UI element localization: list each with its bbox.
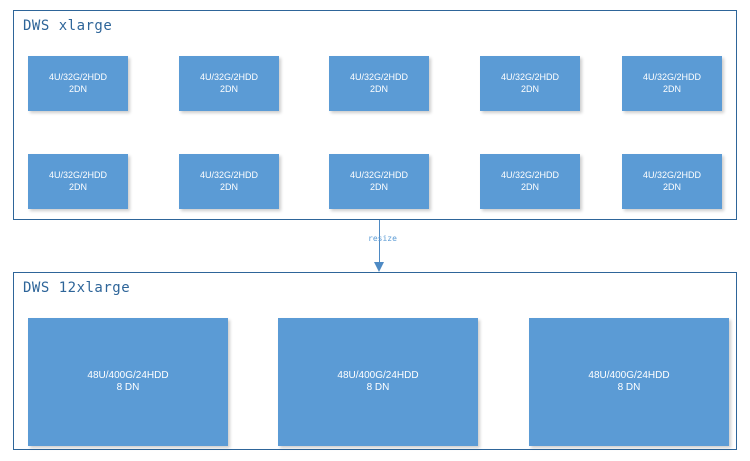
node-box[interactable]: 4U/32G/2HDD 2DN <box>179 154 279 209</box>
node-box[interactable]: 4U/32G/2HDD 2DN <box>329 56 429 111</box>
node-dn-label: 2DN <box>219 181 238 192</box>
node-box[interactable]: 4U/32G/2HDD 2DN <box>622 56 722 111</box>
node-dn-label: 2DN <box>68 181 87 192</box>
node-spec-label: 4U/32G/2HDD <box>349 72 409 83</box>
node-spec-label: 4U/32G/2HDD <box>500 170 560 181</box>
node-dn-label: 2DN <box>369 181 388 192</box>
node-dn-label: 2DN <box>369 83 388 94</box>
node-spec-label: 4U/32G/2HDD <box>199 72 259 83</box>
node-box[interactable]: 4U/32G/2HDD 2DN <box>28 56 128 111</box>
node-box[interactable]: 48U/400G/24HDD 8 DN <box>278 318 478 446</box>
node-spec-label: 4U/32G/2HDD <box>48 72 108 83</box>
node-box[interactable]: 4U/32G/2HDD 2DN <box>622 154 722 209</box>
node-spec-label: 48U/400G/24HDD <box>87 369 169 381</box>
node-spec-label: 4U/32G/2HDD <box>642 170 702 181</box>
node-box[interactable]: 4U/32G/2HDD 2DN <box>28 154 128 209</box>
node-dn-label: 2DN <box>662 83 681 94</box>
node-box[interactable]: 4U/32G/2HDD 2DN <box>329 154 429 209</box>
node-dn-label: 2DN <box>520 181 539 192</box>
source-cluster-title: DWS xlarge <box>23 18 113 34</box>
node-box[interactable]: 4U/32G/2HDD 2DN <box>179 56 279 111</box>
connector-line <box>379 220 380 264</box>
node-spec-label: 4U/32G/2HDD <box>500 72 560 83</box>
node-box[interactable]: 48U/400G/24HDD 8 DN <box>28 318 228 446</box>
node-spec-label: 4U/32G/2HDD <box>642 72 702 83</box>
node-spec-label: 4U/32G/2HDD <box>349 170 409 181</box>
node-spec-label: 4U/32G/2HDD <box>48 170 108 181</box>
node-dn-label: 8 DN <box>116 382 140 393</box>
node-dn-label: 2DN <box>662 181 681 192</box>
node-spec-label: 48U/400G/24HDD <box>337 369 419 381</box>
connector-label: resize <box>368 234 397 243</box>
resize-connector: resize <box>368 220 410 272</box>
node-dn-label: 2DN <box>219 83 238 94</box>
node-spec-label: 48U/400G/24HDD <box>588 369 670 381</box>
target-cluster-title: DWS 12xlarge <box>23 280 131 296</box>
target-cluster-container: DWS 12xlarge 48U/400G/24HDD 8 DN 48U/400… <box>13 272 737 450</box>
node-dn-label: 8 DN <box>617 382 641 393</box>
node-dn-label: 2DN <box>68 83 87 94</box>
node-box[interactable]: 4U/32G/2HDD 2DN <box>480 154 580 209</box>
node-box[interactable]: 4U/32G/2HDD 2DN <box>480 56 580 111</box>
node-box[interactable]: 48U/400G/24HDD 8 DN <box>529 318 729 446</box>
node-dn-label: 2DN <box>520 83 539 94</box>
node-dn-label: 8 DN <box>366 382 390 393</box>
node-spec-label: 4U/32G/2HDD <box>199 170 259 181</box>
arrow-down-icon <box>374 262 384 272</box>
source-cluster-container: DWS xlarge 4U/32G/2HDD 2DN 4U/32G/2HDD 2… <box>13 10 737 220</box>
